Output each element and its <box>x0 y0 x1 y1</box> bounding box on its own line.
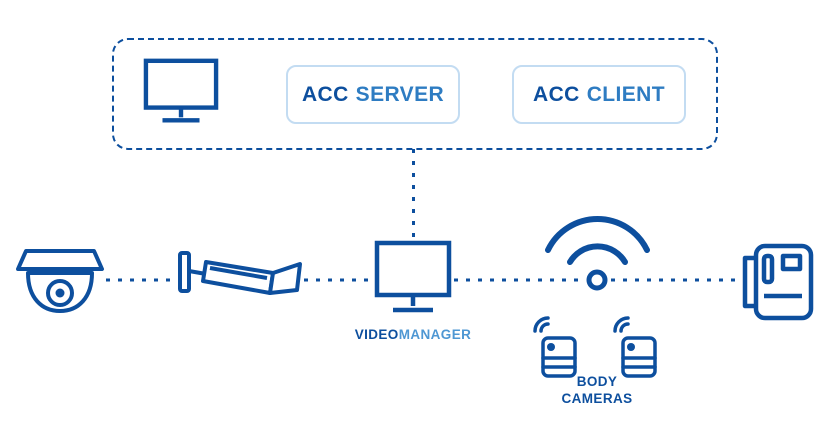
acc-client-label-strong: ACC <box>533 82 580 106</box>
acc-server-label-light: SERVER <box>355 82 445 106</box>
body-cameras-label-line1: BODY <box>576 374 618 389</box>
videomanager-label: VIDEOMANAGER <box>343 327 483 344</box>
wifi-node-icon <box>586 269 608 291</box>
dome-camera-icon <box>16 249 104 313</box>
videomanager-label-light: MANAGER <box>398 327 472 342</box>
body-cameras-label: BODY CAMERAS <box>547 374 647 408</box>
body-cameras-label-line2: CAMERAS <box>561 390 633 406</box>
videomanager-label-strong: VIDEO <box>354 327 399 342</box>
videomanager-monitor-icon <box>374 240 452 313</box>
intercom-icon <box>742 243 814 321</box>
acc-server-label-strong: ACC <box>301 82 349 106</box>
acc-client-badge: ACC CLIENT <box>512 65 686 124</box>
body-camera-icon <box>613 316 657 378</box>
bullet-camera-icon <box>178 251 302 295</box>
body-camera-icon <box>533 316 577 378</box>
monitor-icon <box>143 58 219 123</box>
acc-server-badge: ACC SERVER <box>286 65 460 124</box>
acc-group-box <box>112 38 718 150</box>
wifi-icon <box>545 215 650 265</box>
acc-client-label-light: CLIENT <box>586 82 665 106</box>
